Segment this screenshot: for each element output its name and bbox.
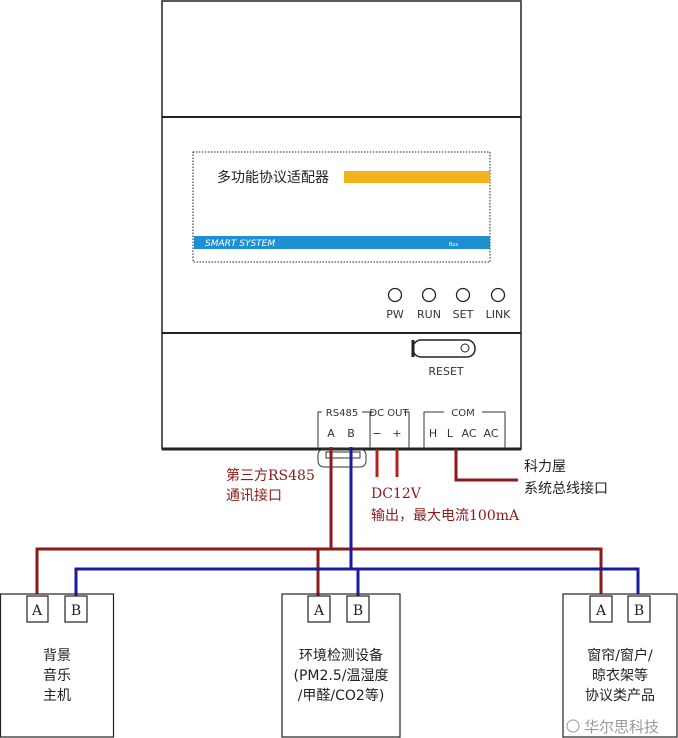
terminal-com-l: L [447, 427, 454, 440]
env-label-2: (PM2.5/温湿度 [294, 668, 389, 684]
led-label-link: LINK [486, 308, 512, 321]
device-box-music [0, 593, 115, 738]
watermark: 华尔思科技 [566, 718, 659, 736]
env-pin-b: B [353, 603, 363, 619]
terminal-com-h: H [429, 427, 437, 440]
rs485-annotation-2: 通讯接口 [226, 487, 282, 504]
reset-hole-icon [460, 343, 470, 353]
reset-label: RESET [428, 365, 464, 378]
wechat-icon [566, 719, 580, 733]
led-pw-icon [387, 287, 403, 303]
com-label: COM [451, 408, 474, 419]
led-run-icon [421, 287, 437, 303]
music-label-2: 音乐 [43, 667, 71, 684]
music-pin-a: A [31, 603, 43, 619]
music-label-1: 背景 [43, 648, 71, 664]
led-label-pw: PW [386, 308, 404, 321]
led-label-run: RUN [417, 308, 441, 321]
com-wire [454, 449, 518, 482]
orange-bar [344, 171, 490, 183]
curtain-pin-a: A [595, 603, 607, 619]
device-title: 多功能协议适配器 [217, 169, 329, 186]
com-annotation-1: 科力屋 [524, 459, 566, 475]
terminal-dc-plus: + [392, 427, 401, 440]
terminal-rs485-a: A [327, 427, 335, 440]
com-annotation-2: 系统总线接口 [524, 480, 608, 497]
dc-annotation-1: DC12V [371, 486, 422, 502]
curtain-pin-b: B [634, 603, 644, 619]
device-box-curtain [562, 593, 678, 738]
terminal-dc-minus: − [372, 427, 381, 440]
env-label-3: /甲醛/CO2等) [298, 687, 385, 704]
rs485-label: RS485 [326, 408, 358, 419]
env-pin-a: A [313, 603, 325, 619]
led-label-set: SET [453, 308, 474, 321]
dc-annotation-2: 输出，最大电流100mA [371, 508, 520, 524]
led-link-icon [490, 287, 506, 303]
reset-button[interactable] [411, 339, 476, 358]
brand-strip-text: SMART SYSTEM [205, 239, 275, 249]
music-label-3: 主机 [43, 688, 71, 704]
terminal-com-ac1: AC [461, 427, 476, 440]
label-panel [192, 151, 491, 263]
brand-small-text: Bus [449, 242, 459, 248]
led-group [387, 287, 506, 303]
terminal-block [317, 411, 506, 468]
led-set-icon [455, 287, 471, 303]
env-label-1: 环境检测设备 [299, 647, 383, 664]
curtain-label-3: 协议类产品 [585, 688, 655, 704]
adapter-device [161, 0, 522, 451]
device-box-env [281, 593, 401, 738]
music-pin-b: B [71, 603, 81, 619]
curtain-label-2: 晾衣架等 [592, 667, 648, 684]
watermark-text: 华尔思科技 [584, 718, 659, 736]
curtain-label-1: 窗帘/窗户/ [587, 647, 653, 664]
terminal-com-ac2: AC [483, 427, 498, 440]
terminal-rs485-b: B [347, 427, 355, 440]
dc-out-label: DC OUT [369, 408, 409, 419]
blue-strip [194, 236, 490, 249]
rs485-annotation-1: 第三方RS485 [226, 467, 315, 484]
